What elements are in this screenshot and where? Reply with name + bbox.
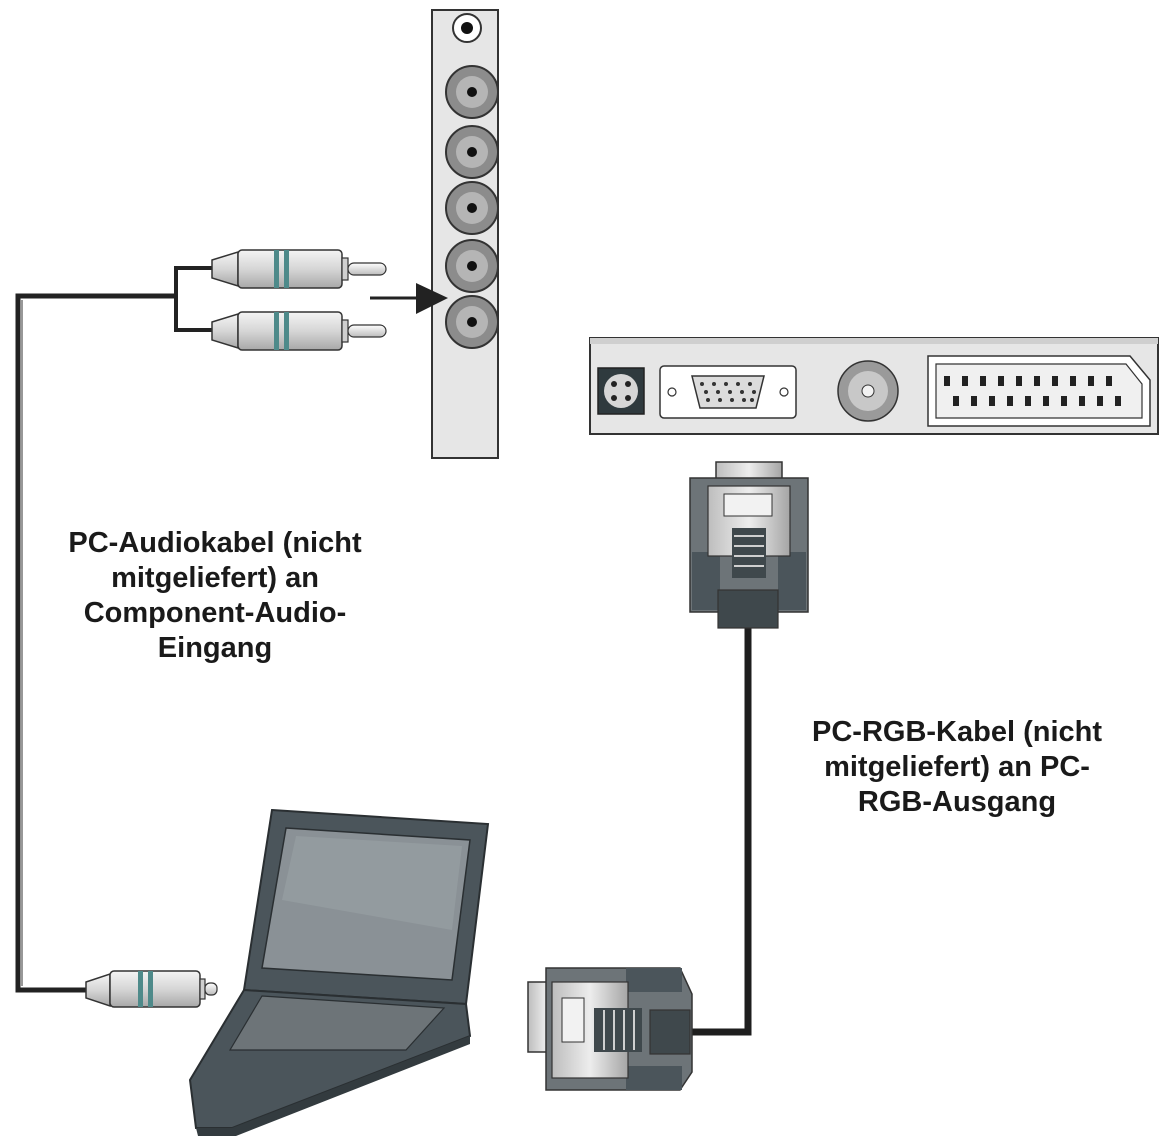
rca-plug-icon [211,311,387,351]
rca-jack-icon [445,181,499,235]
audio-cable-label: PC-Audiokabel (nicht mitgeliefert) an Co… [20,526,410,666]
rgb-label-line: RGB-Ausgang [857,786,1057,818]
rgb-label-line: PC-RGB-Kabel (nicht [812,716,1102,748]
rgb-cable-label: PC-RGB-Kabel (nicht mitgeliefert) an PC-… [762,715,1152,820]
audio-cable [15,266,214,993]
rca-plug-icon [85,970,218,1008]
arrow-icon [370,283,448,314]
vga-plug-icon [527,967,693,1091]
audio-label-line: Eingang [157,632,273,664]
vga-plug-icon [689,461,809,629]
rca-plug-icon [211,249,387,289]
rca-jack-icon [445,125,499,179]
rca-jack-icon [445,65,499,119]
scart-port-icon [927,355,1151,427]
laptop-icon [188,808,490,1136]
svideo-port-icon [597,367,645,415]
rgb-label-line: mitgeliefert) an PC- [824,751,1090,783]
rca-jack-icon [445,239,499,293]
audio-label-line: Component-Audio- [83,597,347,629]
side-av-panel [431,9,499,459]
antenna-port-icon [837,360,899,422]
rgb-cable [690,628,752,1036]
headphone-jack-icon [452,13,482,43]
vga-port-icon [659,365,797,419]
rca-jack-icon [445,295,499,349]
rear-tv-panel [589,337,1159,435]
audio-label-line: PC-Audiokabel (nicht [68,527,362,559]
audio-label-line: mitgeliefert) an [111,562,319,594]
